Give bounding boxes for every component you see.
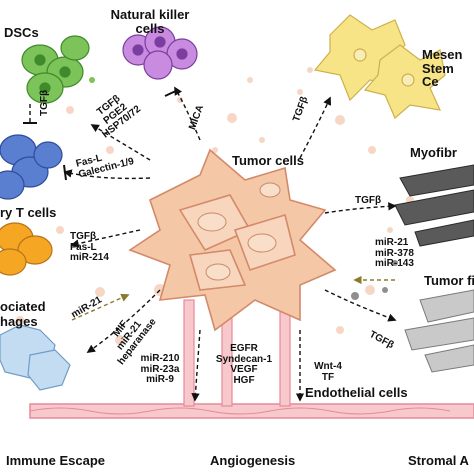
tgfb-myo-label: TGFβ	[355, 195, 382, 206]
msc-label: Mesen Stem Ce	[422, 48, 463, 89]
wnt-tf-label: Wnt-4 TF	[308, 361, 348, 383]
hgf-line: HGF	[233, 374, 255, 386]
msc-cells	[313, 14, 446, 119]
myofibroblast-label: Myofibr	[410, 145, 457, 160]
nk-cells-label: Natural killer cells	[110, 7, 190, 36]
blood-vessel	[29, 299, 474, 419]
tcell-factors-label: TGFβ Fas-L miR-214	[70, 231, 109, 264]
vegf-line: VEGF	[230, 364, 258, 375]
tumor-fibroblast-label: Tumor fibr	[424, 273, 474, 288]
olive-arrows	[71, 275, 395, 321]
mir143-line: miR-143	[375, 258, 414, 269]
nk-cells	[122, 26, 198, 80]
egfr-group-label: EGFR Syndecan-1 VEGF HGF	[214, 343, 274, 386]
angiogenesis-label: Angiogenesis	[210, 453, 296, 468]
macrophage-label-b: hages	[0, 314, 38, 329]
stromal-label: Stromal A	[408, 453, 469, 468]
t-cells-label: ry T cells	[0, 205, 57, 220]
tf-line: TF	[321, 371, 335, 383]
mir214-line: miR-214	[70, 252, 109, 263]
fasl-tcell-line: Fas-L	[70, 241, 97, 253]
mir9-line: miR-9	[146, 374, 174, 385]
tumor-cells-label: Tumor cells	[232, 153, 305, 168]
tgfb-dsc-label: TGFβ	[39, 89, 50, 116]
immune-escape-label: Immune Escape	[6, 453, 105, 468]
tgfb-tcell-line: TGFβ	[70, 231, 97, 242]
tumor-nuclei	[197, 182, 281, 281]
macrophage-cells	[0, 324, 71, 391]
mirs-fib-label: miR-21 miR-378 miR-143	[375, 237, 414, 270]
tumor-fibroblast-cells	[404, 289, 474, 373]
mir378-line: miR-378	[375, 247, 414, 259]
mir23a-line: miR-23a	[140, 363, 180, 375]
egfr-line: EGFR	[230, 343, 258, 354]
mir21-line: miR-21	[375, 237, 409, 248]
macrophage-label-a: ociated	[0, 299, 46, 314]
myofibroblast-cells	[394, 164, 474, 247]
mir210-line: miR-210	[140, 353, 180, 364]
wnt4-line: Wnt-4	[314, 361, 342, 372]
tumor-cells	[128, 148, 337, 332]
mirs-angio-label: miR-210 miR-23a miR-9	[138, 353, 182, 386]
t-cells	[0, 134, 63, 276]
dscs-label: DSCs	[4, 25, 39, 40]
syndecan-line: Syndecan-1	[215, 353, 273, 365]
vesicles	[16, 67, 435, 345]
inhibition-bars	[23, 89, 179, 181]
arrows	[29, 86, 397, 402]
endothelial-label: Endothelial cells	[305, 385, 408, 400]
dsc-cells	[21, 35, 90, 104]
